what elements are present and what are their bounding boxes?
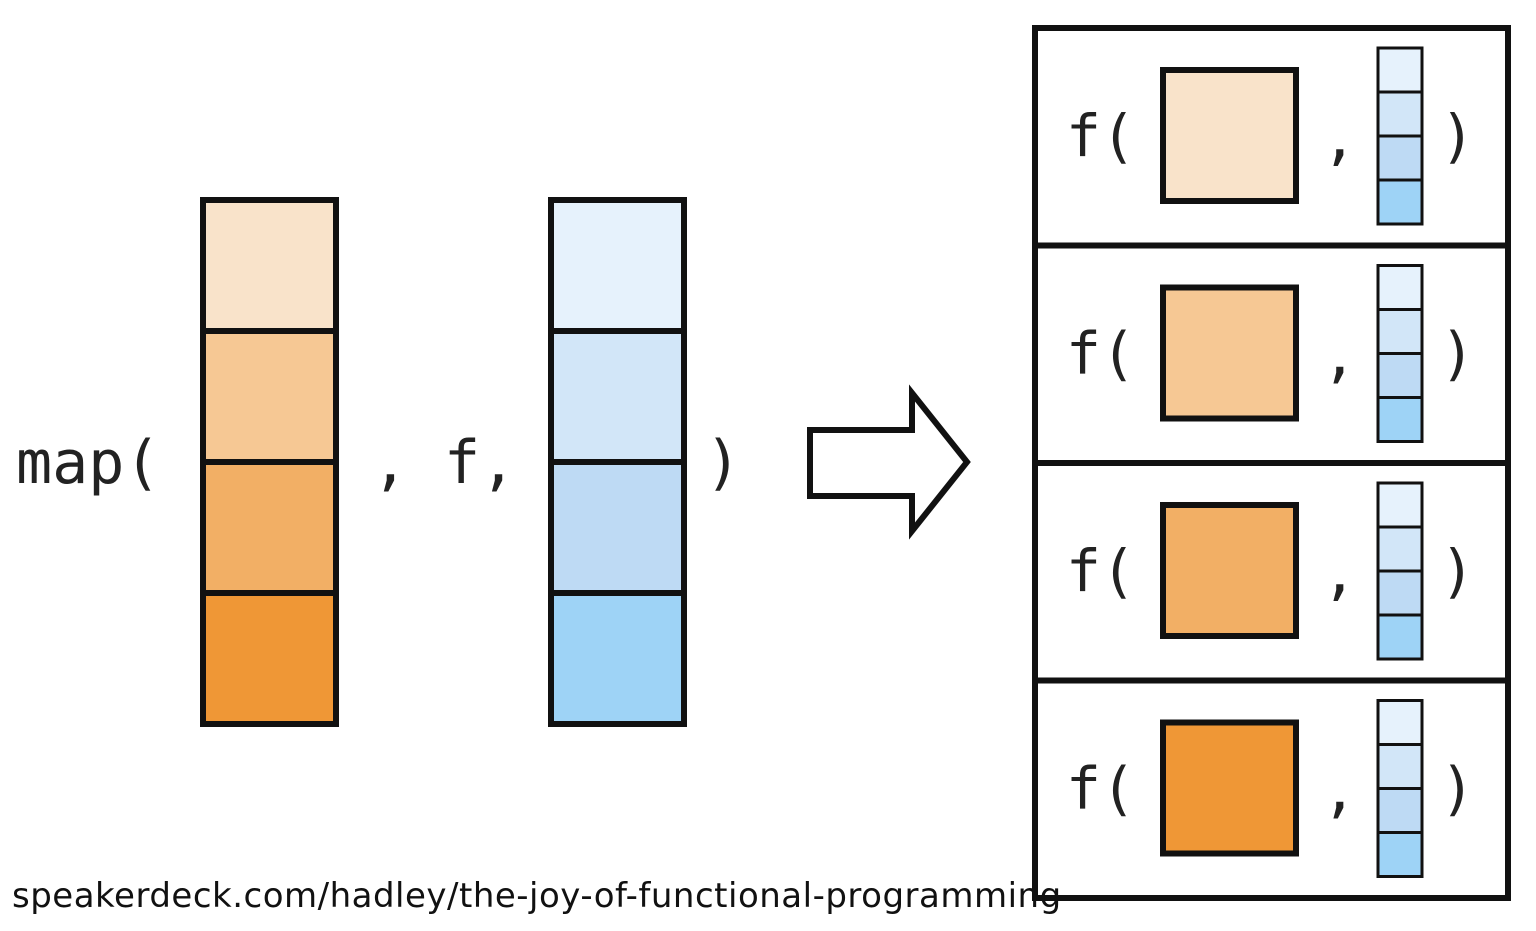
result-blue-cell [1376,396,1424,443]
result-list: f(,)f(,)f(,)f(,) [1032,25,1511,901]
result-blue-cell [1376,264,1424,311]
result-blue-cell [1376,308,1424,355]
orange-cell-2 [200,328,339,465]
result-orange-square [1160,719,1299,857]
blue-cell-2 [548,328,687,465]
result-row-2: f(,) [1035,242,1508,443]
result-comma-text: , [1322,322,1357,390]
result-row-3: f(,) [1035,460,1508,661]
result-comma-text: , [1322,757,1357,825]
orange-vector [200,197,339,727]
result-func-text: f( [1066,102,1136,170]
result-blue-cell [1376,743,1424,790]
result-orange-square [1160,502,1299,639]
blue-cell-3 [548,459,687,596]
map-close-text: ) [705,428,741,498]
result-orange-square [1160,284,1299,422]
result-blue-cell [1376,481,1424,529]
result-comma-text: , [1322,104,1357,172]
result-close-text: ) [1440,755,1475,823]
orange-cell-4 [200,590,339,727]
map-open-text: map( [16,428,161,498]
result-blue-cell [1376,699,1424,746]
result-blue-cell [1376,178,1424,226]
result-func-text: f( [1066,755,1136,823]
orange-cell-1 [200,197,339,334]
result-row-1: f(,) [1066,46,1475,226]
result-close-text: ) [1440,320,1475,388]
blue-cell-4 [548,590,687,727]
result-blue-cell [1376,525,1424,573]
right-arrow-icon [807,384,971,540]
orange-cell-3 [200,459,339,596]
result-blue-cell [1376,46,1424,94]
blue-cell-1 [548,197,687,334]
result-row-4: f(,) [1035,677,1508,878]
result-blue-cell [1376,831,1424,878]
result-blue-cell [1376,352,1424,399]
result-orange-square [1160,67,1299,204]
result-close-text: ) [1440,537,1475,605]
blue-vector [548,197,687,727]
result-close-text: ) [1440,102,1475,170]
source-url: speakerdeck.com/hadley/the-joy-of-functi… [12,876,1062,916]
result-blue-cell [1376,134,1424,182]
result-blue-cell [1376,569,1424,617]
result-func-text: f( [1066,537,1136,605]
result-blue-cell [1376,90,1424,138]
arg-comma-text: , [372,428,408,498]
result-func-text: f( [1066,320,1136,388]
f-arg-text: f, [444,428,516,498]
result-blue-cell [1376,613,1424,661]
result-blue-cell [1376,787,1424,834]
result-comma-text: , [1322,539,1357,607]
